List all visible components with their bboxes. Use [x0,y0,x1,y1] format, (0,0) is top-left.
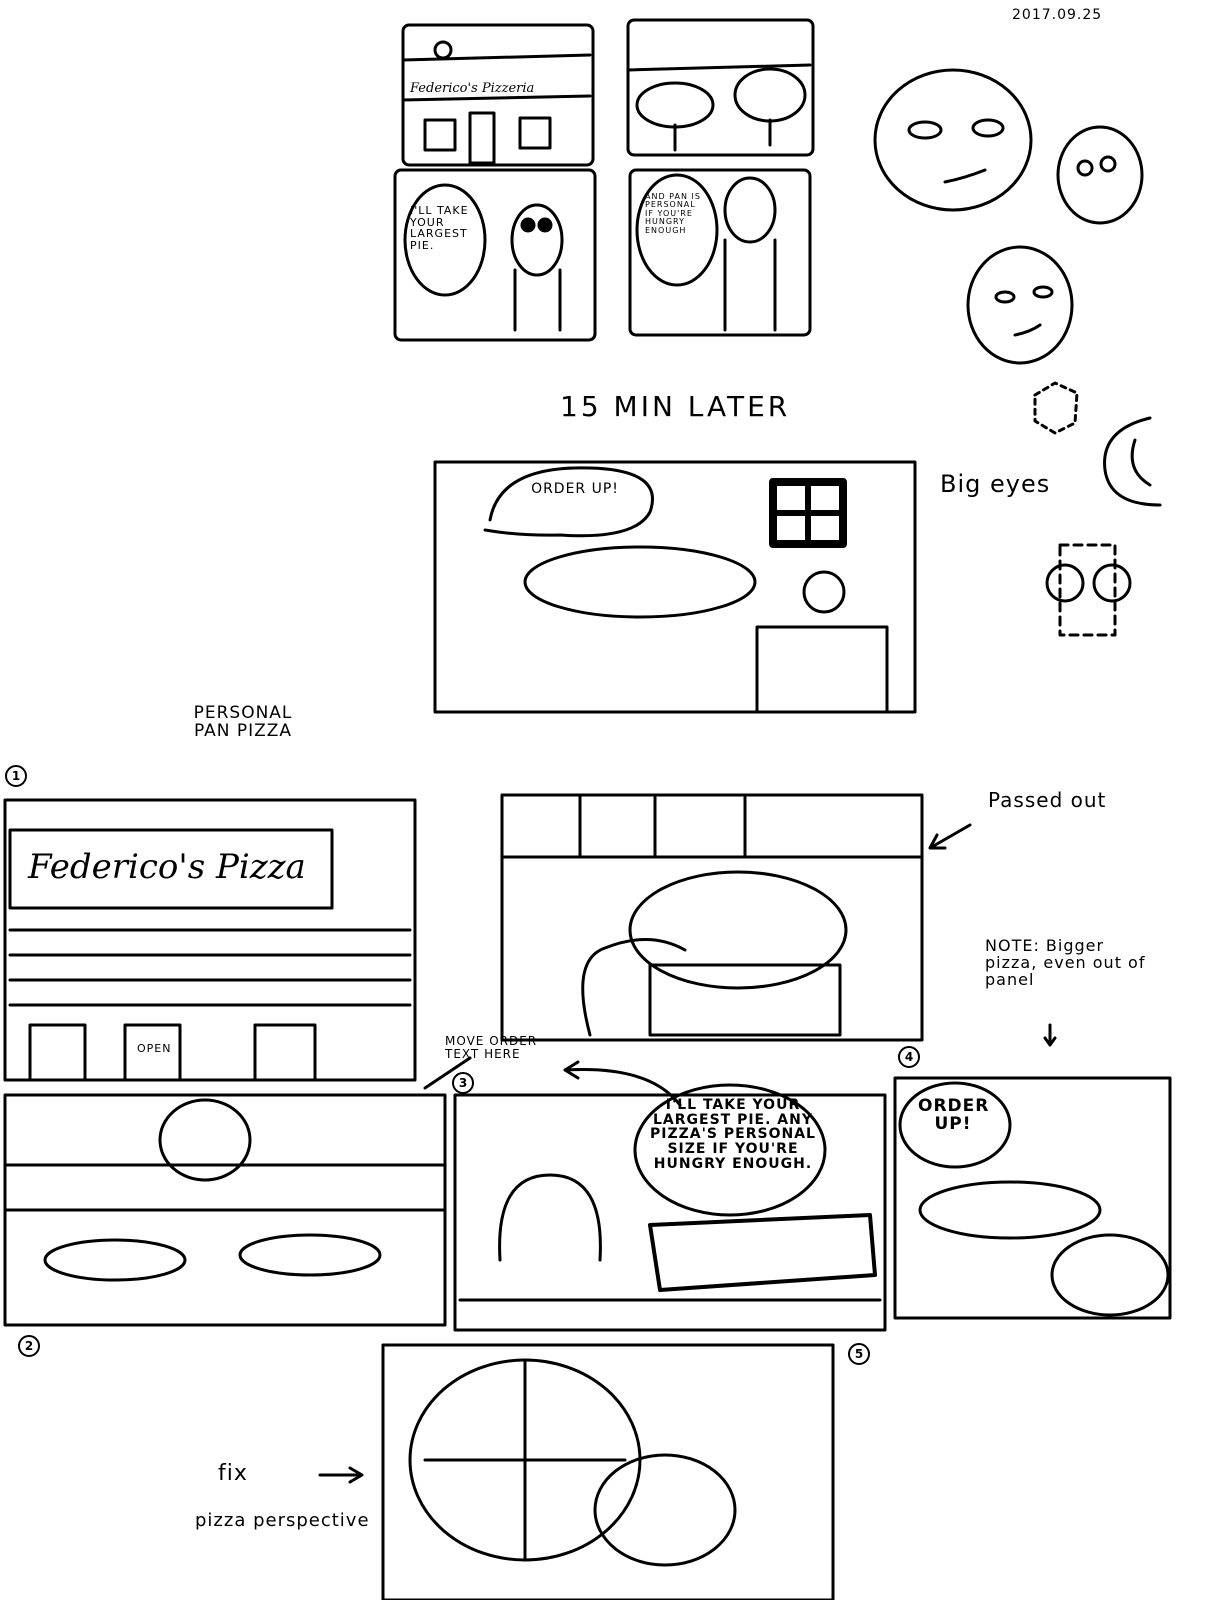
panel-5-pizza [318,1343,835,1600]
panel-2-counter [3,1093,447,1327]
passed-out-note: Passed out [988,788,1107,812]
title-note: PERSONAL PAN PIZZA [193,703,293,741]
date-label: 2017.09.25 [1012,7,1103,23]
thumbnail-customer [393,168,597,342]
panel3-bubble-text: I'LL TAKE YOUR LARGEST PIE. ANY PIZZA'S … [650,1097,816,1172]
panel1-sign: Federico's Pizza [28,847,306,887]
arrow-move-text-2 [423,1056,472,1090]
thumbnail-clerk [628,168,812,337]
move-text-note: MOVE ORDER TEXT HERE [445,1034,538,1061]
fix-detail-note: pizza perspective [195,1510,370,1531]
face-studies [873,68,1162,637]
panel-1-storefront [3,798,417,1082]
panel-number-3: 3 [452,1072,474,1094]
panel4-bubble-text: ORDER UP! [918,1096,990,1134]
arrow-move-text [563,1060,682,1107]
panel-order-up-draft [433,460,917,714]
panel-4-order-up [893,1076,1172,1320]
thumbnail-clerk-bubble: AND PAN IS PERSONAL IF YOU'RE HUNGRY ENO… [645,192,701,235]
panel1-door-sign: OPEN [137,1042,172,1055]
panel-number-2: 2 [18,1335,40,1357]
fix-note: fix [218,1461,248,1486]
arrow-note [1043,1023,1057,1047]
panel-number-4: 4 [898,1046,920,1068]
panel-passed-out [500,793,924,1042]
thumbnail-pizzas [626,18,815,157]
thumbnail-shop-sign: Federico's Pizzeria [410,81,535,96]
arrow-passed-out [928,823,972,850]
time-caption: 15 MIN LATER [560,390,791,423]
bigger-pizza-note: NOTE: Bigger pizza, even out of panel [985,936,1146,989]
panel-number-1: 1 [5,765,27,787]
thumbnail-customer-bubble: I'LL TAKE YOUR LARGEST PIE. [410,204,469,252]
big-eyes-note: Big eyes [940,470,1051,498]
order-up-bubble-text: ORDER UP! [531,481,619,497]
thumbnail-storefront [401,23,595,167]
panel-number-5: 5 [848,1343,870,1365]
